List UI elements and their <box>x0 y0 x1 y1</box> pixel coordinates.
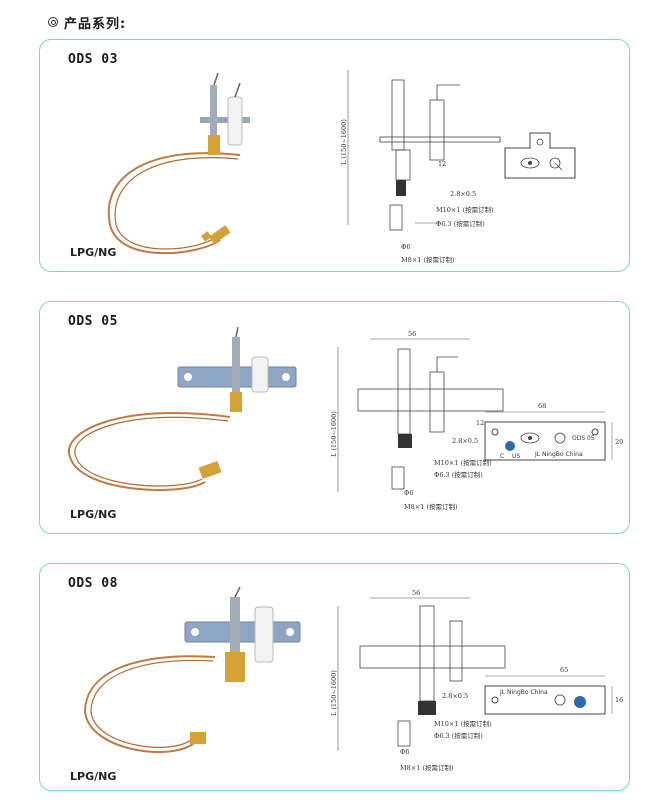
bracket-width-label: 68 <box>538 402 546 410</box>
m8-label: M8×1 (按需订制) <box>400 763 454 772</box>
phi6-label: Φ6 <box>401 243 410 251</box>
model-name: ODS 05 <box>68 314 118 329</box>
bracket-maker-label: JL NingBo China <box>534 451 583 458</box>
length-label: L (150~1600) <box>340 119 348 165</box>
d63-label: Φ6.3 (按需订制) <box>436 219 485 228</box>
bracket-view: 65 JL NingBo China 16 <box>484 666 623 715</box>
bracket-height-label: 20 <box>615 438 623 446</box>
product-card-ods03: ODS 03 LPG/NG L (150~1600) 12 2.8×0.5 M1… <box>39 39 630 272</box>
phi6-label: Φ6 <box>404 489 413 497</box>
bracket-width-label: 65 <box>560 666 568 674</box>
product-photo <box>83 586 301 753</box>
length-label: L (150~1600) <box>330 411 338 457</box>
bracket-view: 68 C US ODS 05 JL NingBo China 20 <box>484 402 623 461</box>
bracket-model-label: ODS 05 <box>572 435 595 442</box>
thread-label: 2.8×0.5 <box>450 190 476 198</box>
thread-label: 2.8×0.5 <box>452 437 478 445</box>
m10-label: M10×1 (按需订制) <box>434 719 492 728</box>
certification-icon <box>505 441 515 451</box>
cert-us-label: US <box>512 453 520 460</box>
product-card-ods05: ODS 05 LPG/NG 56 L (150~1600) 12 2.8×0.5… <box>39 301 630 534</box>
gas-type: LPG/NG <box>70 508 117 521</box>
d12-label: 12 <box>438 160 446 168</box>
certification-icon <box>574 696 586 708</box>
cert-c-label: C <box>500 453 504 460</box>
gas-type: LPG/NG <box>70 770 117 783</box>
bracket-maker-label: JL NingBo China <box>499 689 548 696</box>
d63-label: Φ6.3 (按需订制) <box>434 731 483 740</box>
product-photo <box>67 326 297 491</box>
thread-label: 2.8×0.5 <box>442 692 468 700</box>
dimension-drawing: 56 L (150~1600) 12 2.8×0.5 M10×1 (按需订制) … <box>330 330 504 511</box>
width-label: 56 <box>408 330 416 338</box>
product-card-ods08: ODS 08 LPG/NG 56 L (150~1600) 2.8×0.5 M1… <box>39 563 630 791</box>
product-photo <box>107 72 250 255</box>
circle-bullet-icon <box>48 17 58 27</box>
d63-label: Φ6.3 (按需订制) <box>434 470 483 479</box>
phi6-label: Φ6 <box>400 748 409 756</box>
m8-label: M8×1 (按需订制) <box>401 255 455 264</box>
dimension-drawing: L (150~1600) 12 2.8×0.5 M10×1 (按需订制) Φ6.… <box>340 70 501 264</box>
section-title: 产品系列: <box>64 16 127 32</box>
m10-label: M10×1 (按需订制) <box>434 458 492 467</box>
width-label: 56 <box>412 589 420 597</box>
length-label: L (150~1600) <box>330 670 338 716</box>
gas-type: LPG/NG <box>70 246 117 259</box>
model-name: ODS 08 <box>68 576 118 591</box>
bracket-height-label: 16 <box>615 696 623 704</box>
d12-label: 12 <box>476 419 484 427</box>
bracket-view <box>504 132 576 179</box>
section-header: 产品系列: <box>48 10 126 34</box>
m10-label: M10×1 (按需订制) <box>436 205 494 214</box>
dimension-drawing: 56 L (150~1600) 2.8×0.5 M10×1 (按需订制) Φ6.… <box>330 589 506 772</box>
model-name: ODS 03 <box>68 52 118 67</box>
m8-label: M8×1 (按需订制) <box>404 502 458 511</box>
